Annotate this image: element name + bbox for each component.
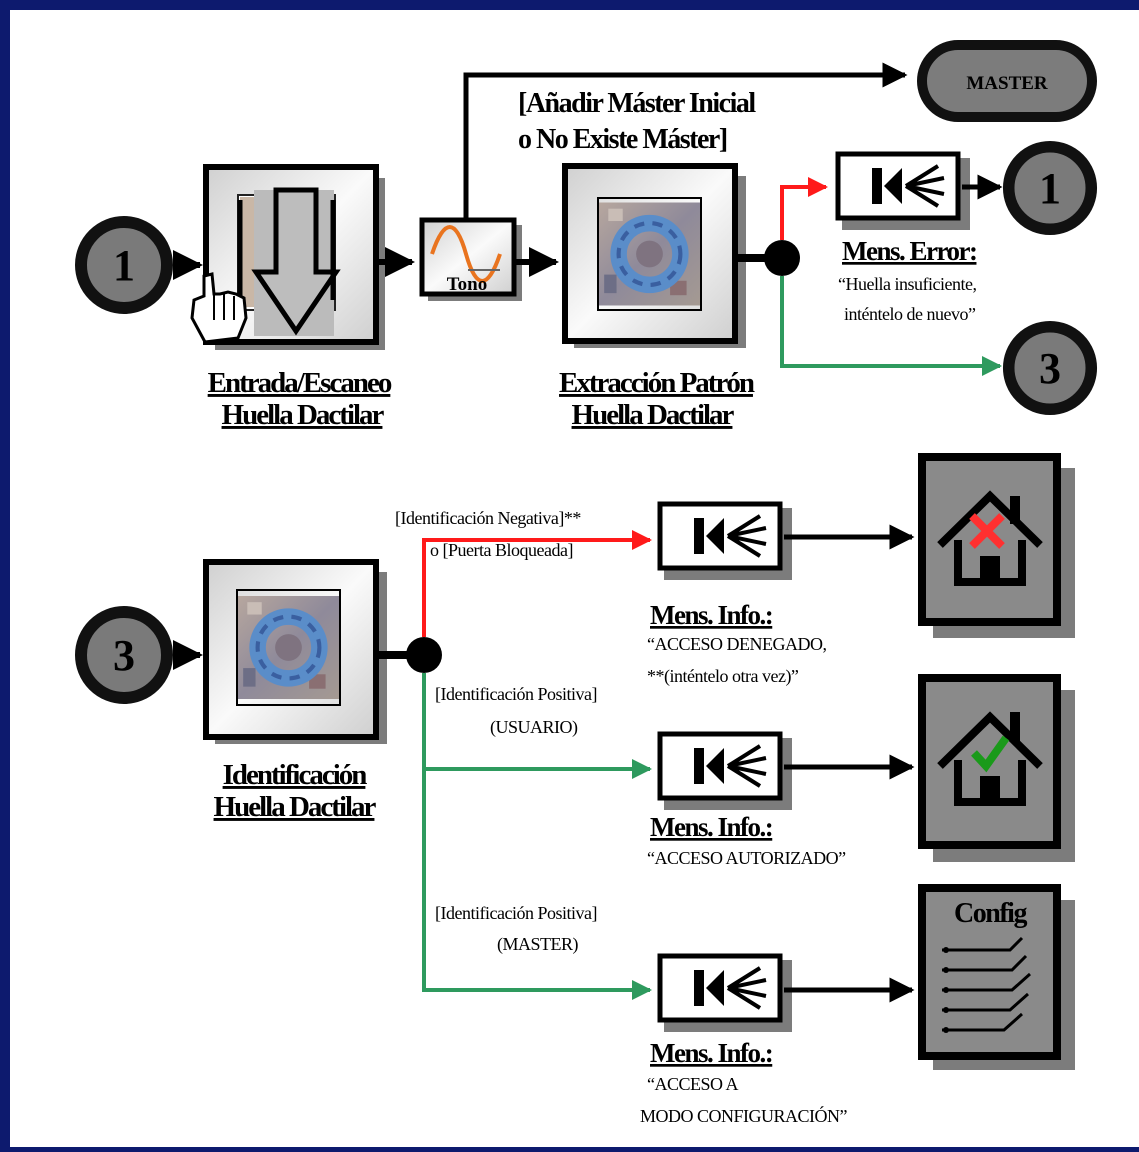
start-badge-3: 3 — [81, 612, 167, 698]
authorized-speaker — [660, 734, 792, 810]
extraction-box — [562, 163, 746, 348]
master-branch-label-line1: [Añadir Máster Inicial — [518, 88, 756, 119]
master-title: Mens. Info.: — [650, 1038, 772, 1068]
fingerprint-icon — [598, 203, 701, 306]
extract-title-line1: Extracción Patrón — [559, 367, 755, 399]
master-text-line1: “ACCESO A — [647, 1074, 739, 1094]
flow-diagram: 1 Entrada/Escaneo Huella Dactilar Tono [ — [10, 40, 1139, 1126]
arrow-config-branch — [422, 769, 652, 1000]
denied-title: Mens. Info.: — [650, 600, 772, 630]
svg-text:3: 3 — [113, 631, 135, 680]
fingerprint-scan-icon — [237, 187, 341, 336]
scan-box — [190, 164, 385, 350]
house-authorized-icon — [918, 674, 1075, 862]
loop-badge-1: 1 — [1009, 147, 1092, 230]
config-label: Config — [954, 898, 1027, 929]
ident-title-line1: Identificación — [223, 759, 368, 791]
tone-box: Tono — [419, 217, 522, 301]
error-text-line2: inténtelo de nuevo” — [844, 304, 976, 324]
svg-text:1: 1 — [1039, 164, 1061, 213]
arrow-to-next-3 — [780, 276, 1002, 376]
master-condition-line1: [Identificación Positiva] — [435, 903, 597, 923]
fingerprint-icon — [237, 596, 340, 699]
speaker-icon — [838, 154, 958, 218]
master-branch-label-line2: o No Existe Máster] — [518, 124, 727, 155]
extract-title-line2: Huella Dactilar — [572, 399, 735, 431]
arrow-denied-branch — [422, 530, 652, 637]
scan-title-line1: Entrada/Escaneo — [208, 367, 392, 399]
next-badge-3: 3 — [1009, 327, 1092, 410]
junction-top — [764, 240, 800, 276]
svg-text:1: 1 — [113, 241, 135, 290]
svg-text:3: 3 — [1039, 344, 1061, 393]
scan-title-line2: Huella Dactilar — [222, 399, 385, 431]
arrow-error-branch — [780, 177, 828, 240]
error-title: Mens. Error: — [842, 236, 976, 266]
error-text-line1: “Huella insuficiente, — [838, 274, 976, 294]
master-terminal: MASTER — [917, 40, 1097, 122]
denied-condition-line1: [Identificación Negativa]** — [395, 508, 581, 528]
denied-condition-line2: o [Puerta Bloqueada] — [430, 540, 573, 560]
master-condition-line2: (MASTER) — [497, 934, 579, 955]
master-label: MASTER — [966, 73, 1048, 94]
house-denied-icon — [918, 453, 1075, 638]
error-speaker — [838, 154, 970, 230]
identification-box — [203, 559, 387, 744]
junction-bottom — [406, 637, 442, 673]
speaker-icon — [660, 956, 780, 1020]
sine-wave-icon — [430, 225, 502, 283]
user-condition-line2: (USUARIO) — [490, 717, 578, 738]
denied-text-line2: **(inténtelo otra vez)” — [647, 666, 799, 687]
ident-title-line2: Huella Dactilar — [214, 791, 377, 823]
user-condition-line1: [Identificación Positiva] — [435, 684, 597, 704]
speaker-icon — [660, 504, 780, 568]
master-text-line2: MODO CONFIGURACIÓN” — [640, 1105, 848, 1126]
config-speaker — [660, 956, 792, 1032]
start-badge-1: 1 — [81, 222, 167, 308]
user-title: Mens. Info.: — [650, 812, 772, 842]
pointing-hand-icon — [190, 272, 248, 344]
config-document-icon: Config — [918, 884, 1075, 1070]
arrow-to-master — [463, 62, 908, 220]
denied-speaker — [660, 504, 792, 580]
speaker-icon — [660, 734, 780, 798]
denied-text-line1: “ACCESO DENEGADO, — [647, 634, 827, 654]
tone-label: Tono — [447, 274, 488, 295]
user-text: “ACCESO AUTORIZADO” — [647, 848, 846, 868]
diagram-canvas: 1 Entrada/Escaneo Huella Dactilar Tono [ — [10, 10, 1139, 1147]
